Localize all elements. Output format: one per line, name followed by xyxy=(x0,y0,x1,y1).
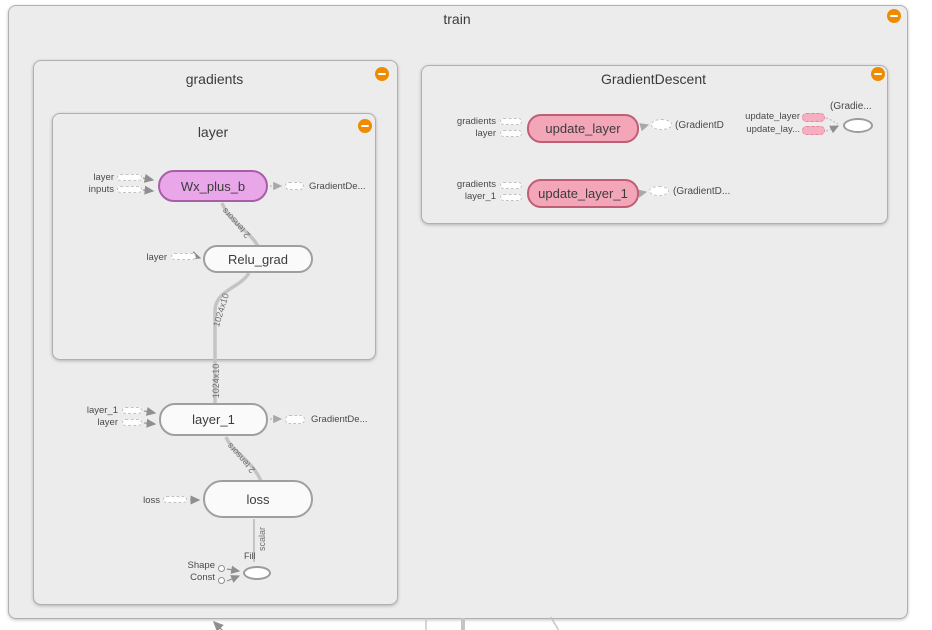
node-update-layer-1-label: update_layer_1 xyxy=(538,186,628,201)
metanode-train-title: train xyxy=(443,11,471,27)
node-update-layer-1[interactable]: update_layer_1 xyxy=(527,179,639,208)
node-layer-1-label: layer_1 xyxy=(192,412,235,427)
output-port-icon-updlayer1 xyxy=(649,186,669,196)
edge-output-updatelayer1 xyxy=(637,189,648,198)
output-label-wx: GradientDe... xyxy=(309,181,366,192)
input-label-updlayer-layer: layer xyxy=(475,128,496,139)
input-label-layer1-b: layer xyxy=(97,417,118,428)
edge-const-to-fill xyxy=(226,575,241,583)
node-update-layer-label: update_layer xyxy=(545,121,621,136)
collapse-minus-icon-gradients[interactable] xyxy=(375,67,389,81)
node-relu-grad-label: Relu_grad xyxy=(228,251,288,267)
input-port-icon-layer1-b xyxy=(122,419,142,426)
edge-label-loss-to-fill: scalar xyxy=(257,527,267,552)
input-label-shape: Shape xyxy=(187,560,215,571)
node-fill-ellipse[interactable] xyxy=(243,566,271,580)
input-label-const: Const xyxy=(190,572,215,583)
edge-relugrad-to-layer1[interactable] xyxy=(213,271,251,404)
output-label-updlayer: (GradientD xyxy=(675,120,724,131)
edge-label-into-layer1: 1024x10 xyxy=(211,363,221,399)
output-port-icon-updlayer xyxy=(651,119,672,130)
edge-input-layer1-b xyxy=(143,418,157,428)
metanode-layer-title: layer xyxy=(197,124,229,140)
metanode-gradients-title: gradients xyxy=(185,71,244,87)
output-label-updlayer1: (GradientD... xyxy=(673,186,731,197)
input-op-icon-const xyxy=(218,577,225,584)
summary-port-icon-update-layer xyxy=(802,113,825,122)
edge-input-wx-layer xyxy=(142,173,155,183)
input-port-icon-loss xyxy=(163,496,187,503)
summary-label-update-layer-1: update_lay... xyxy=(746,124,800,135)
input-port-icon-wx-inputs xyxy=(117,186,142,193)
node-loss[interactable]: loss xyxy=(203,480,313,518)
input-port-icon-updlayer-layer xyxy=(500,130,522,137)
node-update-layer[interactable]: update_layer xyxy=(527,114,639,143)
summary-label-update-layer: update_layer xyxy=(745,111,800,122)
node-wx-plus-b[interactable]: Wx_plus_b xyxy=(158,170,268,202)
output-label-layer1: GradientDe... xyxy=(311,414,368,425)
input-label-relu-layer: layer xyxy=(146,252,167,263)
metanode-gradient-descent[interactable] xyxy=(421,65,888,224)
node-relu-grad[interactable]: Relu_grad xyxy=(203,245,313,273)
input-port-icon-updlayer1-gradients xyxy=(500,182,522,189)
summary-output-ellipse[interactable] xyxy=(843,118,873,133)
node-layer-1[interactable]: layer_1 xyxy=(159,403,268,436)
output-port-icon-layer1 xyxy=(285,415,305,424)
collapse-minus-icon-layer[interactable] xyxy=(358,119,372,133)
edge-output-updatelayer xyxy=(639,123,650,132)
collapse-minus-icon-train[interactable] xyxy=(887,9,901,23)
edge-input-relu-layer xyxy=(190,251,202,260)
metanode-gradient-descent-title: GradientDescent xyxy=(600,71,707,87)
input-port-icon-wx-layer xyxy=(117,174,142,181)
input-label-loss: loss xyxy=(143,495,160,506)
input-label-wx-inputs: inputs xyxy=(88,184,114,195)
edge-stub-arrow xyxy=(213,621,224,630)
output-port-icon-wx xyxy=(285,182,304,190)
edge-layer1-to-loss[interactable] xyxy=(224,436,263,482)
node-wx-plus-b-label: Wx_plus_b xyxy=(180,178,246,194)
edge-input-wx-inputs xyxy=(142,185,155,195)
edge-summary-b xyxy=(825,125,840,134)
input-label-updlayer-gradients: gradients xyxy=(456,116,496,127)
summary-output-label: (Gradie... xyxy=(830,101,872,112)
edge-stub-curve xyxy=(550,616,560,630)
input-label-updlayer1-layer1: layer_1 xyxy=(464,191,496,202)
summary-port-icon-update-layer-1 xyxy=(802,126,825,135)
input-label-updlayer1-gradients: gradients xyxy=(456,179,496,190)
edge-shape-to-fill xyxy=(226,565,241,574)
input-port-icon-updlayer1-layer1 xyxy=(500,194,522,201)
node-loss-label: loss xyxy=(246,491,270,507)
collapse-minus-icon-gradient-descent[interactable] xyxy=(871,67,885,81)
input-port-icon-layer1-a xyxy=(122,407,142,414)
input-label-layer1-a: layer_1 xyxy=(86,405,118,416)
edge-input-layer1-a xyxy=(143,407,157,416)
input-op-icon-shape xyxy=(218,565,225,572)
node-fill-label: Fill xyxy=(244,551,256,561)
input-port-icon-relu-layer xyxy=(171,253,196,260)
edge-summary-a xyxy=(825,117,839,125)
input-label-wx-layer: layer xyxy=(93,172,114,183)
input-port-icon-updlayer-gradients xyxy=(500,118,522,125)
edge-wxplusb-to-relugrad[interactable] xyxy=(220,202,260,247)
